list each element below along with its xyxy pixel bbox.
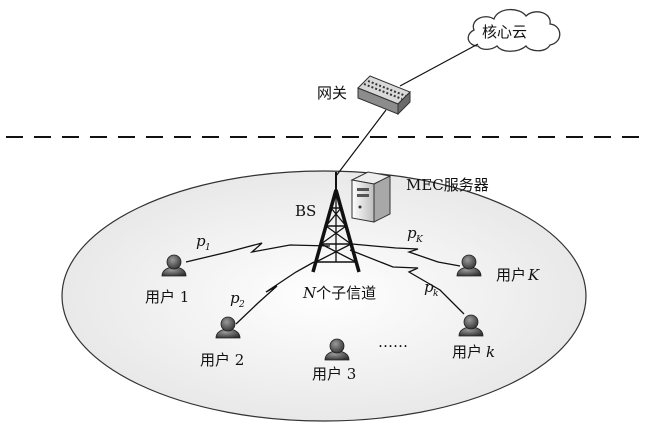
cloud-gateway-link: [400, 44, 478, 86]
core-cloud: 核心云: [468, 10, 560, 52]
link-sub-user-1: 1: [205, 243, 211, 253]
gateway-icon: [358, 76, 410, 114]
more-users-ellipsis: ……: [378, 333, 408, 351]
gateway-bs-link: [336, 110, 386, 176]
gateway-label: 网关: [317, 84, 347, 102]
base-station-label: BS: [295, 202, 316, 220]
user-2-label: 用户 2: [200, 351, 244, 369]
user-1-label: 用户 1: [145, 288, 189, 306]
mec-server-icon: [352, 172, 390, 222]
link-sub-user-2: 2: [238, 300, 245, 310]
user-K-label: 用户K: [496, 266, 540, 284]
link-sub-user-k: k: [433, 289, 438, 299]
mec-server-label: MEC服务器: [406, 176, 489, 194]
user-3-label: 用户 3: [312, 365, 356, 383]
link-sub-user-K: K: [415, 235, 424, 245]
subchannel-label: N个子信道: [302, 284, 376, 302]
user-k-label: 用户k: [452, 343, 495, 361]
core-cloud-label: 核心云: [482, 23, 527, 41]
